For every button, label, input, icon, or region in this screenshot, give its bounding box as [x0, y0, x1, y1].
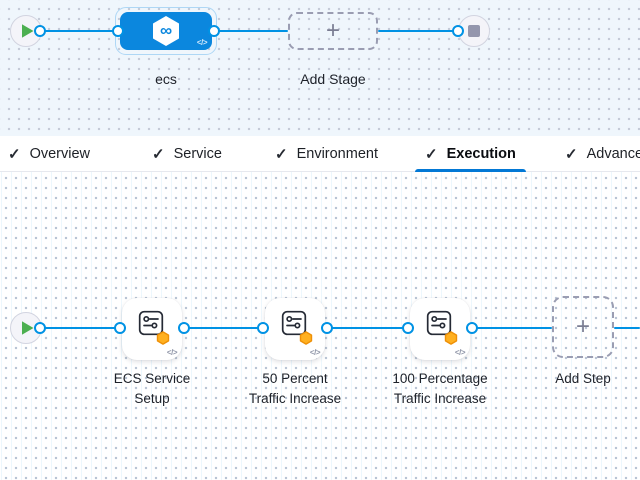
stage-node-ecs[interactable]: ∞ </> [120, 12, 212, 50]
tab-overview[interactable]: ✓ Overview [0, 136, 100, 172]
aws-hexagon-badge-icon [156, 331, 170, 345]
tab-advanced[interactable]: ✓ Advanced [555, 136, 640, 172]
service-config-icon [426, 310, 452, 336]
code-icon: </> [166, 348, 178, 357]
tab-service[interactable]: ✓ Service [142, 136, 232, 172]
stage-config-tabs: ✓ Overview ✓ Service ✓ Environment ✓ Exe… [0, 136, 640, 172]
stage-graph-canvas[interactable]: ∞ </> ecs + Add Stage [0, 0, 640, 136]
tab-execution[interactable]: ✓ Execution [415, 136, 526, 172]
tab-label: Overview [29, 146, 91, 162]
service-config-icon [281, 310, 307, 336]
service-config-icon [138, 310, 164, 336]
step-node-ecs-service-setup[interactable]: </> [122, 298, 182, 360]
plus-icon: + [325, 17, 340, 44]
check-icon: ✓ [275, 145, 288, 163]
tab-label: Service [173, 146, 222, 162]
execution-graph-canvas[interactable]: </> </> [0, 172, 640, 480]
connector-port [321, 322, 333, 334]
tab-label: Environment [296, 146, 378, 162]
tab-label: Execution [446, 146, 516, 162]
step-edge [614, 327, 640, 329]
connector-port [114, 322, 126, 334]
connector-port [34, 25, 46, 37]
code-icon: </> [309, 348, 321, 357]
plus-icon: + [575, 313, 590, 340]
check-icon: ✓ [8, 145, 21, 163]
connector-port [257, 322, 269, 334]
code-icon: </> [454, 348, 466, 357]
add-stage-button[interactable]: + [288, 12, 378, 50]
step-node-50-percent[interactable]: </> [265, 298, 325, 360]
check-icon: ✓ [425, 145, 438, 163]
play-icon [21, 321, 34, 335]
stage-name-label: ecs [155, 71, 177, 87]
aws-hexagon-badge-icon [299, 331, 313, 345]
pipeline-end-node [458, 15, 490, 47]
aws-hexagon-badge-icon [444, 331, 458, 345]
add-step-label: Add Step [555, 371, 611, 386]
stage-edge [378, 30, 462, 32]
tab-label: Advanced [586, 146, 640, 162]
stop-icon [468, 25, 480, 37]
step-name-label: 50 Percent Traffic Increase [248, 371, 342, 406]
check-icon: ✓ [565, 145, 578, 163]
connector-port [208, 25, 220, 37]
connector-port [178, 322, 190, 334]
harness-cd-icon: ∞ [153, 16, 179, 46]
step-name-label: ECS Service Setup [113, 371, 191, 406]
check-icon: ✓ [152, 145, 165, 163]
tab-environment[interactable]: ✓ Environment [265, 136, 388, 172]
connector-port [112, 25, 124, 37]
add-stage-label: Add Stage [300, 71, 366, 87]
connector-port [452, 25, 464, 37]
connector-port [402, 322, 414, 334]
code-icon: </> [196, 38, 208, 47]
add-step-button[interactable]: + [552, 296, 614, 358]
step-name-label: 100 Percentage Traffic Increase [392, 371, 488, 406]
play-icon [21, 24, 34, 38]
connector-port [466, 322, 478, 334]
pipeline-start-node [10, 15, 42, 47]
step-node-100-percentage[interactable]: </> [410, 298, 470, 360]
connector-port [34, 322, 46, 334]
